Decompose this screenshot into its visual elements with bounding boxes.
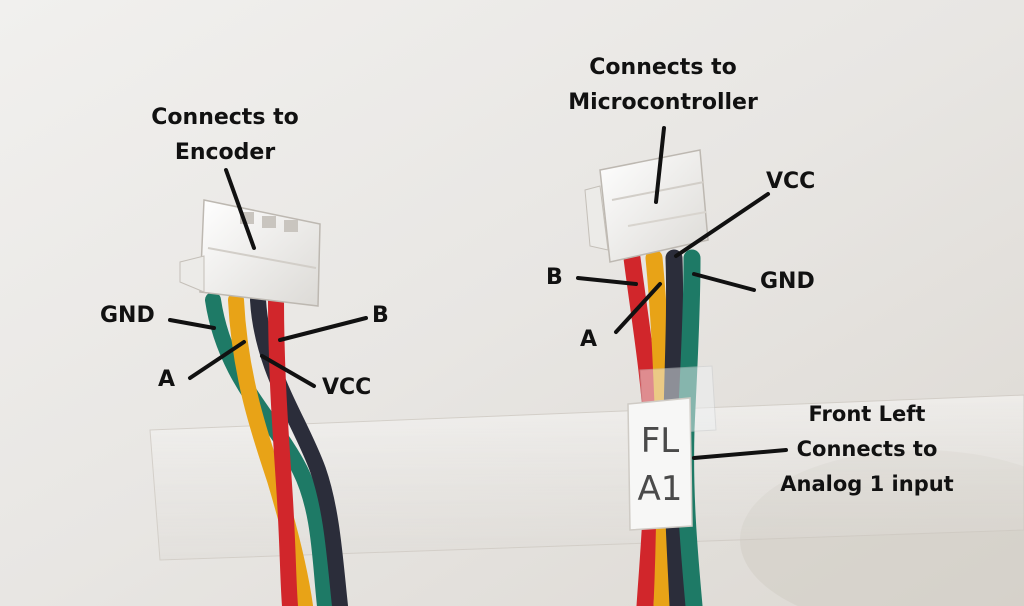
left-wire-green (205, 292, 333, 606)
right-note-line3: Analog 1 input (780, 472, 954, 496)
pointer-right-vcc (674, 192, 770, 258)
right-title-label: Connects to Microcontroller (556, 50, 770, 120)
right-a-label: A (580, 327, 598, 352)
right-note-line1: Front Left (808, 402, 926, 426)
pointer-left-b (278, 316, 368, 342)
left-title-line2: Encoder (174, 140, 276, 165)
pointer-lines (168, 126, 788, 460)
left-wire-red (268, 292, 298, 606)
right-gnd-label: GND (760, 269, 815, 294)
left-a-label: A (158, 367, 176, 392)
tag-text-a1: A1 (638, 469, 683, 509)
pointer-left-a (188, 340, 246, 380)
pointer-right-a (614, 282, 662, 334)
clear-tape-strip (149, 394, 1024, 561)
right-title-line2: Microcontroller (568, 90, 758, 115)
right-note-line2: Connects to (796, 437, 938, 461)
pointer-left-encoder (224, 168, 256, 250)
pointer-right-b (576, 276, 638, 286)
left-title-line1: Connects to (151, 105, 299, 130)
left-connector (179, 199, 321, 307)
right-vcc-label: VCC (766, 169, 816, 194)
right-b-label: B (546, 265, 563, 290)
right-connector (584, 149, 709, 263)
pointer-left-gnd (168, 318, 216, 330)
right-title-line1: Connects to (589, 55, 737, 80)
pointer-right-microcontroller (654, 126, 666, 204)
cable-label-tag: FL A1 (627, 397, 693, 531)
left-gnd-label: GND (100, 303, 155, 328)
left-title-label: Connects to Encoder (130, 100, 320, 170)
pointer-left-vcc (260, 354, 316, 388)
left-cable-wires (205, 292, 348, 606)
left-wire-yellow (228, 292, 313, 606)
left-wire-black (250, 292, 348, 606)
pointer-right-tag (692, 448, 788, 460)
pointer-right-gnd (692, 272, 756, 292)
left-vcc-label: VCC (322, 375, 372, 400)
left-b-label: B (372, 303, 389, 328)
tag-text-fl: FL (641, 421, 680, 461)
right-note-label: Front Left Connects to Analog 1 input (770, 397, 964, 502)
